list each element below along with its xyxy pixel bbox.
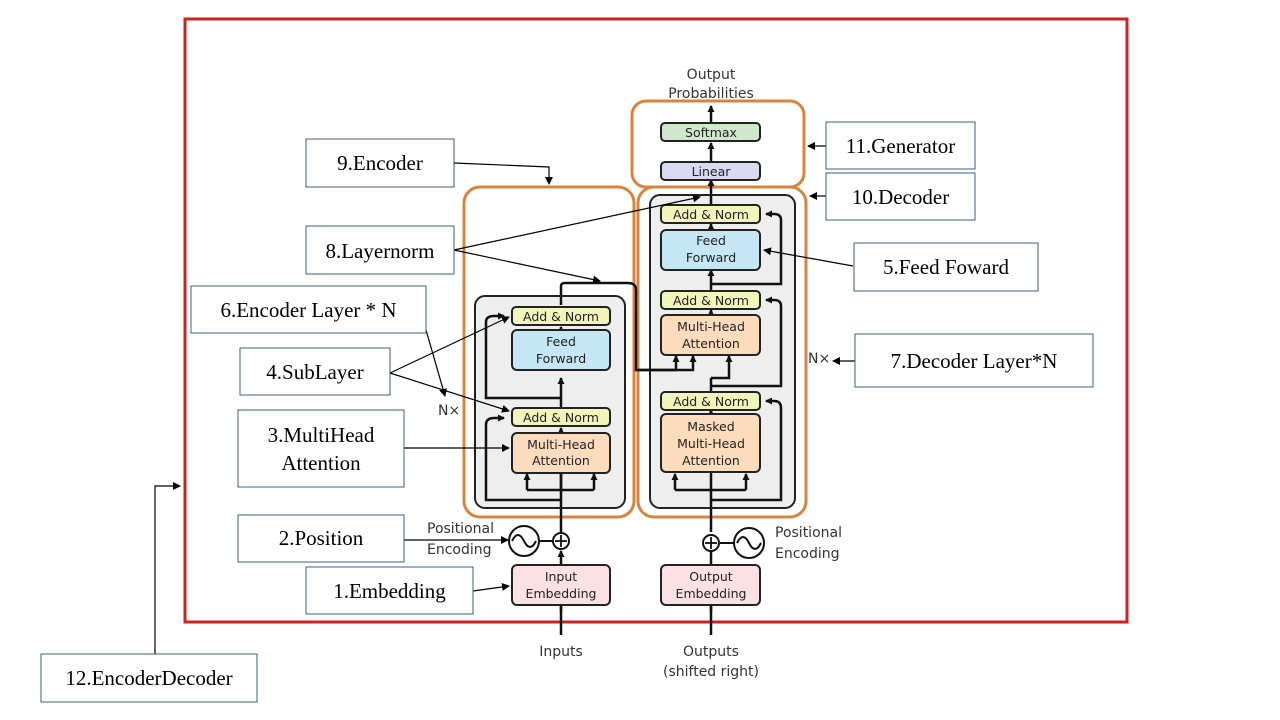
- outputs-label-1: Outputs: [683, 644, 739, 660]
- svg-text:Feed: Feed: [546, 334, 576, 349]
- svg-text:Add & Norm: Add & Norm: [673, 394, 749, 409]
- callout-connectors: [154, 142, 855, 654]
- decoder-add-norm-2: Add & Norm: [660, 290, 761, 310]
- svg-text:Multi-Head: Multi-Head: [677, 436, 745, 451]
- svg-text:5.Feed Foward: 5.Feed Foward: [883, 255, 1009, 279]
- callout-decoder: 10.Decoder: [825, 172, 976, 221]
- encoder-outline: [462, 185, 636, 519]
- callout-decoder-layer: 7.Decoder Layer*N: [854, 333, 1094, 388]
- svg-text:9.Encoder: 9.Encoder: [337, 151, 423, 175]
- svg-text:Add & Norm: Add & Norm: [523, 309, 599, 324]
- decoder-masked-multihead-attention: Masked Multi-Head Attention: [660, 413, 761, 473]
- encoder-layer-box: [474, 295, 626, 509]
- svg-text:Multi-Head: Multi-Head: [677, 319, 745, 334]
- decoder-positional-label-1: Positional: [775, 525, 842, 541]
- encoder-input-embedding: Input Embedding: [511, 564, 611, 606]
- decoder-add-circle: [702, 534, 720, 552]
- svg-text:Attention: Attention: [281, 451, 361, 475]
- svg-text:Add & Norm: Add & Norm: [523, 410, 599, 425]
- decoder-feed-forward: Feed Forward: [660, 229, 761, 271]
- encoder-positional-label-1: Positional: [427, 521, 494, 537]
- encoder-feed-forward: Feed Forward: [511, 329, 611, 371]
- decoder-positional-wave-icon: [720, 527, 765, 559]
- svg-text:8.Layernorm: 8.Layernorm: [325, 239, 434, 263]
- encoder-positional-label-2: Encoding: [427, 542, 492, 558]
- svg-text:Output: Output: [689, 569, 733, 584]
- decoder-add-norm-3: Add & Norm: [660, 204, 761, 224]
- output-probabilities-label-1: Output: [687, 67, 736, 83]
- generator-softmax: Softmax: [660, 122, 761, 142]
- decoder-positional-label-2: Encoding: [775, 546, 840, 562]
- output-probabilities-label-2: Probabilities: [668, 86, 754, 102]
- generator-outline: [630, 99, 806, 189]
- decoder-nx-label: N×: [808, 351, 830, 367]
- svg-text:Attention: Attention: [682, 336, 740, 351]
- decoder-output-embedding: Output Embedding: [660, 564, 761, 606]
- svg-text:12.EncoderDecoder: 12.EncoderDecoder: [65, 666, 232, 690]
- callout-embedding: 1.Embedding: [305, 566, 474, 615]
- svg-text:Embedding: Embedding: [676, 586, 747, 601]
- svg-text:Attention: Attention: [532, 453, 590, 468]
- outputs-label-2: (shifted right): [663, 664, 759, 680]
- encoder-add-norm-2: Add & Norm: [511, 306, 611, 326]
- svg-text:4.SubLayer: 4.SubLayer: [266, 360, 363, 384]
- generator-linear: Linear: [660, 161, 761, 181]
- svg-text:Feed: Feed: [696, 233, 726, 248]
- inputs-label: Inputs: [539, 644, 583, 660]
- encoder-positional-wave-icon: [508, 525, 552, 557]
- svg-text:1.Embedding: 1.Embedding: [333, 579, 446, 603]
- svg-text:Forward: Forward: [686, 250, 736, 265]
- decoder-add-norm-1: Add & Norm: [660, 391, 761, 411]
- callout-encoder: 9.Encoder: [305, 138, 455, 188]
- callout-position: 2.Position: [237, 514, 405, 563]
- callout-encoderdecoder: 12.EncoderDecoder: [40, 653, 258, 703]
- encoder-nx-label: N×: [438, 403, 460, 419]
- svg-text:Forward: Forward: [536, 351, 586, 366]
- callout-multihead: 3.MultiHead Attention: [237, 409, 405, 488]
- svg-text:Add & Norm: Add & Norm: [673, 207, 749, 222]
- callout-encoder-layer: 6.Encoder Layer * N: [190, 285, 427, 334]
- callout-sublayer: 4.SubLayer: [239, 347, 391, 396]
- svg-text:Softmax: Softmax: [685, 125, 737, 140]
- svg-text:Embedding: Embedding: [526, 586, 597, 601]
- svg-text:6.Encoder Layer * N: 6.Encoder Layer * N: [220, 298, 396, 322]
- svg-text:10.Decoder: 10.Decoder: [852, 185, 949, 209]
- encoder-add-circle: [552, 532, 570, 550]
- callout-layernorm: 8.Layernorm: [305, 225, 455, 275]
- svg-text:Multi-Head: Multi-Head: [527, 437, 595, 452]
- svg-text:2.Position: 2.Position: [279, 526, 364, 550]
- svg-text:7.Decoder Layer*N: 7.Decoder Layer*N: [891, 349, 1058, 373]
- encoder-add-norm-1: Add & Norm: [511, 407, 611, 427]
- encoderdecoder-frame: [183, 17, 1129, 624]
- callout-feedforward: 5.Feed Foward: [853, 242, 1039, 292]
- svg-text:Add & Norm: Add & Norm: [673, 293, 749, 308]
- encoder-multihead-attention: Multi-Head Attention: [511, 432, 611, 474]
- decoder-multihead-attention: Multi-Head Attention: [660, 314, 761, 356]
- svg-text:11.Generator: 11.Generator: [846, 134, 955, 158]
- encoder-flow-lines: [484, 281, 697, 612]
- svg-text:Masked: Masked: [687, 419, 734, 434]
- callout-generator: 11.Generator: [825, 121, 976, 170]
- svg-text:3.MultiHead: 3.MultiHead: [268, 423, 375, 447]
- svg-text:Attention: Attention: [682, 453, 740, 468]
- svg-text:Input: Input: [545, 569, 577, 584]
- svg-text:Linear: Linear: [692, 164, 732, 179]
